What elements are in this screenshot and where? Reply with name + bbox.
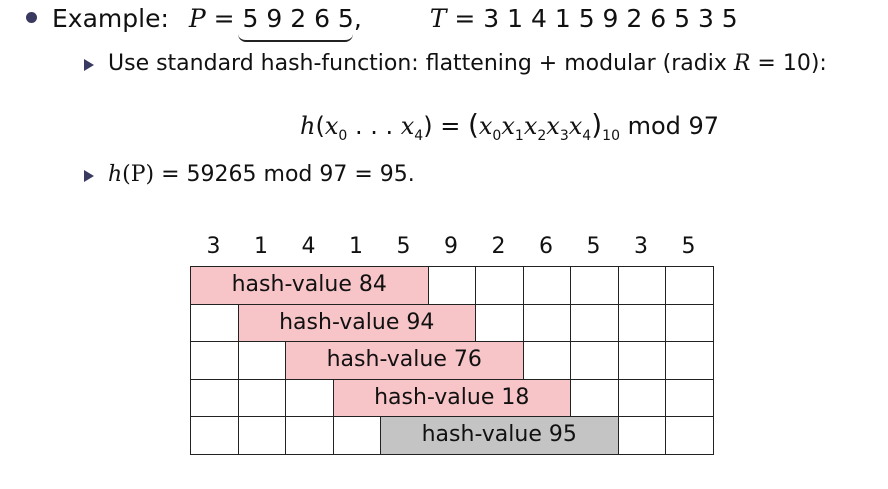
equals-sign: = <box>446 4 484 33</box>
formula-x0: x <box>324 112 339 140</box>
formula-sub: 0 <box>338 127 348 144</box>
sub-bullet-arrow <box>84 170 94 182</box>
hash-value-window: hash-value 84 <box>190 266 429 305</box>
radix-var: R <box>733 51 751 76</box>
grid-cell <box>617 266 666 305</box>
text-digit: 5 <box>586 234 601 259</box>
grid-cell <box>617 378 666 417</box>
text-value: 3 1 4 1 5 9 2 6 5 3 5 <box>483 4 738 33</box>
grid-cell <box>617 416 666 455</box>
hash-formula: h(x0 . . . x4) = (x0x1x2x3x4)10 mod 97 <box>300 108 719 144</box>
grid-cell <box>617 341 666 380</box>
text-digit: 9 <box>444 234 458 259</box>
hash-value-window: hash-value 18 <box>332 378 571 417</box>
grid-cell <box>665 266 714 305</box>
grid-cell <box>190 378 239 417</box>
hash-value-window: hash-value 76 <box>285 341 524 380</box>
hash-result-line: h(P) = 59265 mod 97 = 95. <box>108 162 415 187</box>
radix-value-text: = 10): <box>750 51 827 76</box>
formula-sub: 4 <box>582 127 592 144</box>
text-digit: 1 <box>349 234 363 259</box>
formula-sub: 1 <box>514 127 524 144</box>
result-h: h <box>108 162 123 187</box>
grid-cell <box>570 303 619 342</box>
grid-cell <box>475 303 524 342</box>
grid-cell <box>570 266 619 305</box>
formula-mod: mod 97 <box>619 112 720 140</box>
grid-cell <box>285 378 334 417</box>
grid-cell <box>570 341 619 380</box>
grid-cell <box>522 303 571 342</box>
grid-cell <box>285 416 334 455</box>
grid-cell <box>475 266 524 305</box>
hash-value-window: hash-value 94 <box>237 303 476 342</box>
grid-cell <box>237 378 286 417</box>
grid-cell <box>617 303 666 342</box>
formula-big-paren: ) <box>591 108 603 141</box>
grid-cell <box>237 416 286 455</box>
grid-cell <box>522 341 571 380</box>
pattern-value: 5 9 2 6 5 <box>242 4 354 33</box>
text-digit: 4 <box>301 234 316 259</box>
text-digit: 2 <box>491 234 506 259</box>
formula-sub: 0 <box>492 127 502 144</box>
formula-paren: ( <box>315 112 325 140</box>
formula-equals: = <box>432 112 468 140</box>
result-arg: (P) <box>122 162 155 187</box>
formula-paren: ) <box>423 112 433 140</box>
example-line: Example: P = 5 9 2 6 5, T = 3 1 4 1 5 9 … <box>52 4 738 33</box>
text-digit: 5 <box>396 234 411 259</box>
text-digit: 3 <box>206 234 221 259</box>
grid-cell <box>665 341 714 380</box>
grid-cell <box>237 341 286 380</box>
text-digit: 6 <box>539 234 553 259</box>
formula-sub: 3 <box>559 127 569 144</box>
formula-x: x <box>501 112 515 140</box>
grid-cell <box>190 341 239 380</box>
pattern-underbrace <box>238 34 353 42</box>
formula-sub: 2 <box>537 127 547 144</box>
formula-x4: x <box>400 112 415 140</box>
text-digit: 1 <box>254 234 268 259</box>
formula-h: h <box>300 112 316 140</box>
bullet-dot <box>26 12 37 23</box>
result-rest: = 59265 mod 97 = 95. <box>154 162 415 187</box>
example-prefix: Example: <box>52 4 169 33</box>
hash-function-description: Use standard hash-function: flattening +… <box>108 51 827 76</box>
text-var: T <box>429 4 447 33</box>
sub-bullet-arrow <box>84 59 94 71</box>
formula-big-paren: ( <box>467 108 479 141</box>
grid-cell <box>570 378 619 417</box>
comma: , <box>353 4 362 33</box>
grid-cell <box>427 266 476 305</box>
pattern-var: P <box>188 4 206 33</box>
hash-value-window: hash-value 95 <box>380 416 619 455</box>
formula-x: x <box>478 112 493 140</box>
grid-cell <box>665 378 714 417</box>
formula-dots: . . . <box>347 112 401 140</box>
grid-cell <box>522 266 571 305</box>
text-digit: 5 <box>681 234 696 259</box>
grid-cell <box>665 416 714 455</box>
formula-sub: 4 <box>414 127 424 144</box>
grid-cell <box>665 303 714 342</box>
grid-cell <box>190 416 239 455</box>
equals-sign: = <box>205 4 243 33</box>
text-digit: 3 <box>634 234 648 259</box>
grid-cell <box>332 416 381 455</box>
description-text: Use standard hash-function: flattening +… <box>108 51 734 76</box>
formula-x: x <box>568 112 583 140</box>
formula-x: x <box>546 112 560 140</box>
formula-radix-sub: 10 <box>602 127 620 144</box>
formula-x: x <box>523 112 538 140</box>
grid-cell <box>190 303 239 342</box>
